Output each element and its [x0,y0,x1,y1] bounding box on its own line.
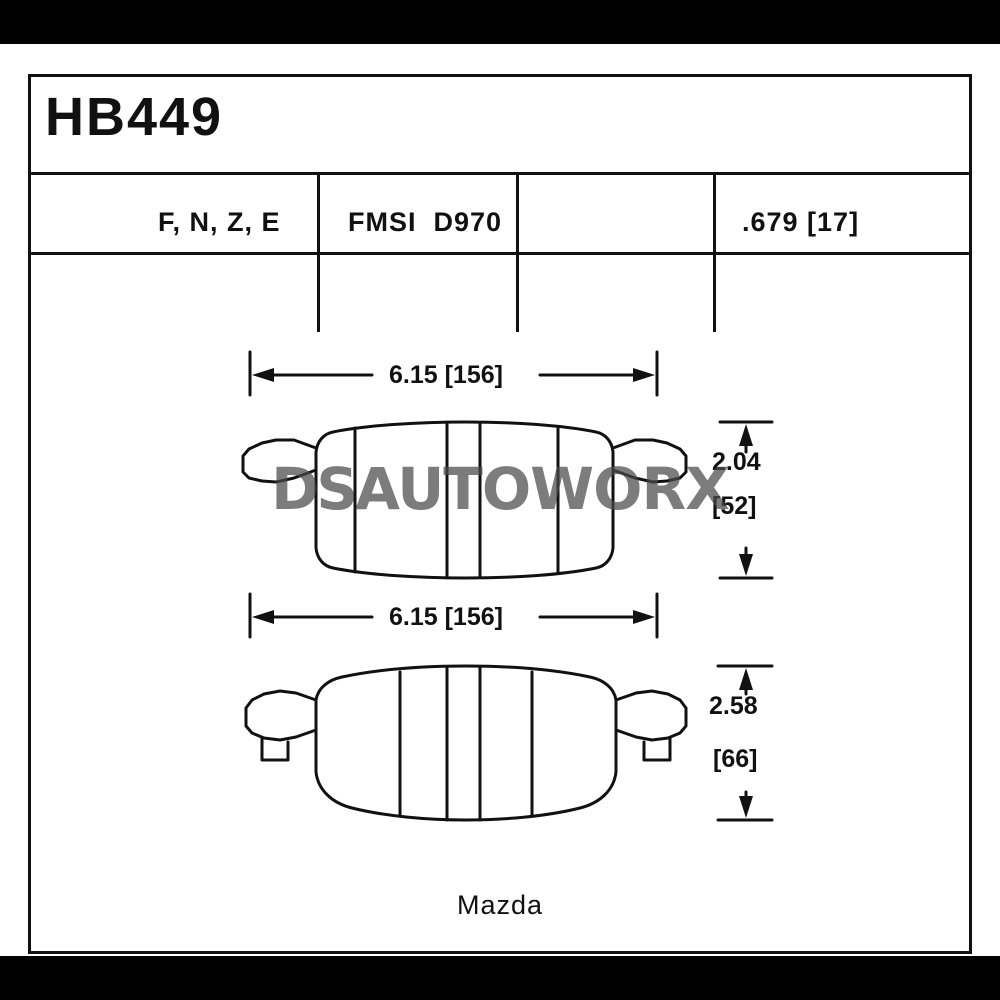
thickness-value: .679 [17] [742,207,860,237]
pad1-height-dimension-inch: 2.04 [712,448,761,476]
pad2-height-dimension-mm: [66] [713,745,758,773]
title-divider [31,172,969,175]
bottom-black-band [0,956,1000,1000]
pad2-width-dimension: 6.15 [156] [389,603,503,631]
pad1-width-dimension: 6.15 [156] [389,361,503,389]
page-title: HB449 [45,87,224,147]
spec-separator-mid [516,172,519,332]
fmsi-label: FMSI [348,207,417,237]
compound-list: F, N, Z, E [158,207,281,237]
top-black-band [0,0,1000,44]
spec-divider [31,252,969,255]
fmsi-value: D970 [433,207,503,237]
pad2-height-dimension-inch: 2.58 [709,692,758,720]
watermark-ds: DS [271,455,358,523]
pad1-height-dimension-mm: [52] [712,492,757,520]
spec-separator-left [317,172,320,332]
spec-separator-right [713,172,716,332]
vehicle-make-label: Mazda [456,890,544,920]
watermark: DSAUTOWORX [0,455,1000,523]
drawing-frame [28,74,972,954]
watermark-autoworx: AUTOWORX [355,455,730,523]
fmsi-code: FMSI D970 [348,207,502,238]
